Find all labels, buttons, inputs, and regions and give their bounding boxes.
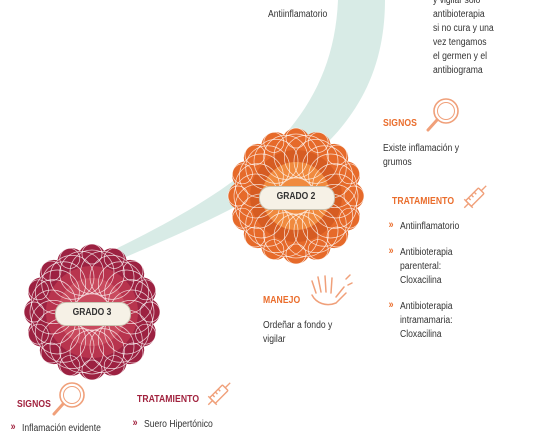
top-right-line: vez tengamos [433,37,487,48]
top-right-line: si no cura y una [433,23,494,34]
chevron-right-icon: » [10,421,16,433]
item-line: Antibioterapia [400,247,453,258]
grado2-manejo-title: MANEJO [263,294,301,306]
item-line: Cloxacilina [400,275,442,286]
grado3-signos-title: SIGNOS [17,398,51,410]
item-line: Antibioterapia [400,301,453,312]
grado2-tratamiento-title: TRATAMIENTO [392,195,455,207]
item-line: Cloxacilina [400,329,442,340]
hand-icon [311,274,353,306]
item-line: intramamaria: [400,315,453,326]
top-right-line: el germen y el [433,51,488,62]
top-right-line: antibiograma [433,65,483,76]
top-right-line: antibioterapia [433,9,485,20]
item-line: Antiinflamatorio [400,221,460,232]
signos-line: grumos [383,157,412,168]
syringe-icon [207,382,231,406]
item-line: Inflamación evidente [22,423,101,434]
item-line: parenteral: [400,261,442,272]
grado2-mandala [227,127,365,265]
manejo-line: Ordeñar a fondo y [263,320,333,331]
manejo-line: vigilar [263,334,286,345]
magnifier-icon [426,98,459,132]
grado2-badge [259,186,335,210]
grado3-label: GRADO 3 [72,307,112,318]
grado3-badge [55,302,131,326]
top-left-text: Antiinflamatorio [268,9,328,20]
grado2-manejo-text: Ordeñar a fondo y vigilar [263,319,363,347]
chevron-right-icon: » [388,219,394,231]
grado2-signos-title: SIGNOS [383,117,417,129]
chevron-right-icon: » [388,245,394,257]
signos-line: Existe inflamación y [383,143,460,154]
item-line: Suero Hipertónico [144,419,213,430]
top-right-line: y vigilar solo [433,0,481,6]
grado2-signos-text: Existe inflamación y grumos [383,142,483,170]
grado3-tratamiento-title: TRATAMIENTO [137,393,200,405]
magnifier-icon [52,382,85,416]
grado2-label: GRADO 2 [276,191,316,202]
chevron-right-icon: » [388,299,394,311]
chevron-right-icon: » [132,417,138,429]
top-right-text-block: y vigilar solo antibioterapia si no cura… [433,0,523,78]
syringe-icon [463,185,487,209]
